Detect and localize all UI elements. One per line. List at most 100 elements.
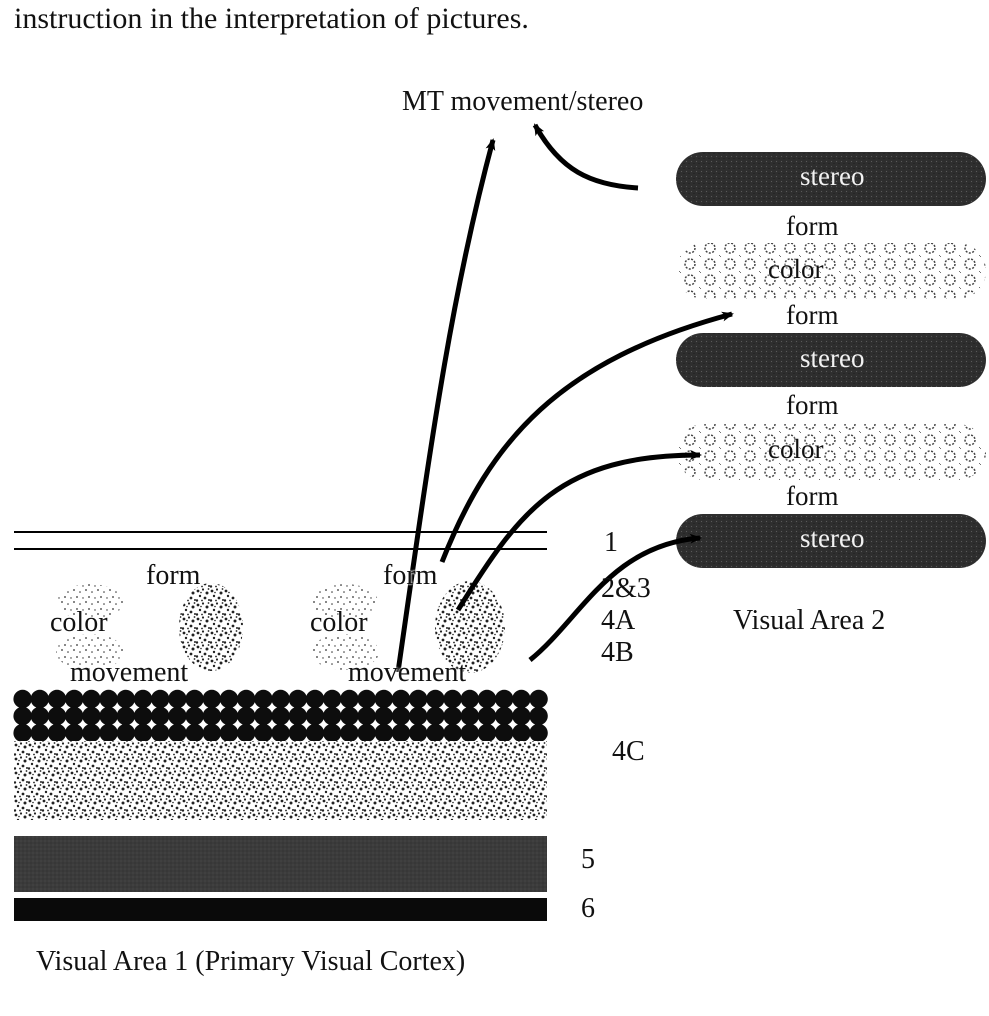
- layer-4b-dot: [219, 723, 239, 743]
- layer-4b-dot: [168, 706, 187, 726]
- layer-label-5: 5: [581, 844, 595, 875]
- layer-4b-dot: [13, 689, 32, 709]
- layer-label-4a: 4A: [601, 605, 636, 636]
- layer-4b-dot: [219, 706, 239, 726]
- layer-4b-dot: [271, 706, 290, 726]
- layer-4b-dot: [82, 723, 101, 743]
- layer-4b-dot: [133, 689, 153, 709]
- layer-4b-dot: [30, 689, 49, 709]
- layer-4b-dot: [271, 723, 290, 743]
- layer-4b-dot: [168, 689, 187, 709]
- layer-4b-dot: [391, 706, 411, 726]
- layer-4b-dot: [185, 723, 204, 743]
- layer-4b-dot: [512, 706, 531, 726]
- header-text: instruction in the interpretation of pic…: [14, 2, 529, 35]
- arrow-stereo-to-mt: [532, 123, 639, 191]
- layer-4b-dot: [340, 723, 359, 743]
- layer-4b-dot: [47, 723, 67, 743]
- layer-4b-dot: [254, 723, 273, 743]
- layer-label-2-3: 2&3: [601, 573, 651, 604]
- layer-4b-dot: [305, 689, 325, 709]
- layer-4b-dot: [357, 706, 376, 726]
- layer-4b-dot: [495, 723, 514, 743]
- color-blob-top-2: [312, 584, 378, 620]
- layer-4b-dot: [168, 723, 187, 743]
- layer-4b-dot: [529, 689, 548, 709]
- v2-stereo-band-2: [676, 333, 986, 387]
- v2-band-label-color-2: color: [768, 434, 824, 464]
- layer-4b-dot: [82, 706, 101, 726]
- arrow-form-to-v2-form: [439, 311, 734, 563]
- layer-label-1: 1: [604, 527, 618, 558]
- v1-movement-label-2: movement: [348, 657, 467, 688]
- layer-4b-dot: [357, 689, 376, 709]
- layer-4b-dot: [237, 723, 256, 743]
- layer-4b-dot: [288, 706, 307, 726]
- layer-4b-dot: [512, 723, 531, 743]
- v2-band-label-form-4: form: [786, 481, 839, 511]
- layer-4b-dot: [477, 723, 497, 743]
- layer-4b-dot: [13, 723, 32, 743]
- v2-band-label-stereo-1: stereo: [800, 161, 865, 191]
- layer-4b-dot: [529, 723, 548, 743]
- blob-1: [179, 583, 243, 671]
- layer-4b-dot: [323, 689, 342, 709]
- layer-4b-dot: [443, 706, 462, 726]
- layer-4b-dot: [477, 689, 497, 709]
- layer-4b-dot: [13, 706, 32, 726]
- layer-4b-dot: [391, 723, 411, 743]
- layer-4b-dot: [443, 723, 462, 743]
- layer-4b-dot: [443, 689, 462, 709]
- v2-band-label-form-2: form: [786, 300, 839, 330]
- v2-color-band-2: [676, 424, 986, 480]
- layer-4b-dot: [65, 723, 84, 743]
- layer-4b-dot: [409, 689, 428, 709]
- layer-4b-dot: [202, 706, 221, 726]
- layer-4b-dot: [323, 723, 342, 743]
- layer-4b-dot: [202, 689, 221, 709]
- layer-4b-dot: [409, 723, 428, 743]
- layer-4b-dot: [374, 689, 393, 709]
- v2-band-label-color-1: color: [768, 254, 824, 284]
- layer-4b-dot: [237, 706, 256, 726]
- v2-band-label-form-1: form: [786, 211, 839, 241]
- layer-4b-dot: [99, 689, 118, 709]
- layer-label-4c: 4C: [612, 736, 645, 767]
- blob-2: [435, 581, 505, 673]
- layer-4b-dot: [30, 723, 49, 743]
- layer-4b-dot: [340, 689, 359, 709]
- layer-4b-dot: [219, 689, 239, 709]
- layer-4b-dot: [426, 706, 445, 726]
- layer-4b-dot: [426, 689, 445, 709]
- v2-color-band-1: [676, 243, 986, 299]
- arrow-4b-to-v2-stereo: [528, 533, 702, 662]
- layer-4b-dot: [151, 706, 170, 726]
- layer-4b-dot: [340, 706, 359, 726]
- v2-band-label-form-3: form: [786, 390, 839, 420]
- layer-4b-dot: [133, 723, 153, 743]
- layer-4b-dot: [185, 689, 204, 709]
- layer-4b-dot: [495, 706, 514, 726]
- layer-4b-dot: [271, 689, 290, 709]
- layer-4b-dot: [47, 689, 67, 709]
- layer-4b-dot: [477, 706, 497, 726]
- v1-movement-label-1: movement: [70, 657, 189, 688]
- layer-4b-dot: [495, 689, 514, 709]
- layer-4b-dot: [30, 706, 49, 726]
- layer-5: [14, 836, 547, 892]
- v1-color-label-1: color: [50, 607, 108, 638]
- layer-4b-dot: [133, 706, 153, 726]
- layer-4b-dot: [288, 723, 307, 743]
- layer-4b-dot: [460, 689, 479, 709]
- v1-area-label: Visual Area 1 (Primary Visual Cortex): [36, 946, 466, 977]
- layer-label-6: 6: [581, 893, 595, 924]
- layer-4b-dot: [82, 689, 101, 709]
- layer-4b-dot: [305, 723, 325, 743]
- layer-4b-dot: [237, 689, 256, 709]
- v1-form-label-1: form: [146, 560, 201, 591]
- layer-4b-dot: [323, 706, 342, 726]
- layer-4b-dot: [254, 706, 273, 726]
- layer-4b-dot: [305, 706, 325, 726]
- layer-4b-dot: [374, 723, 393, 743]
- v2-band-label-stereo-2: stereo: [800, 343, 865, 373]
